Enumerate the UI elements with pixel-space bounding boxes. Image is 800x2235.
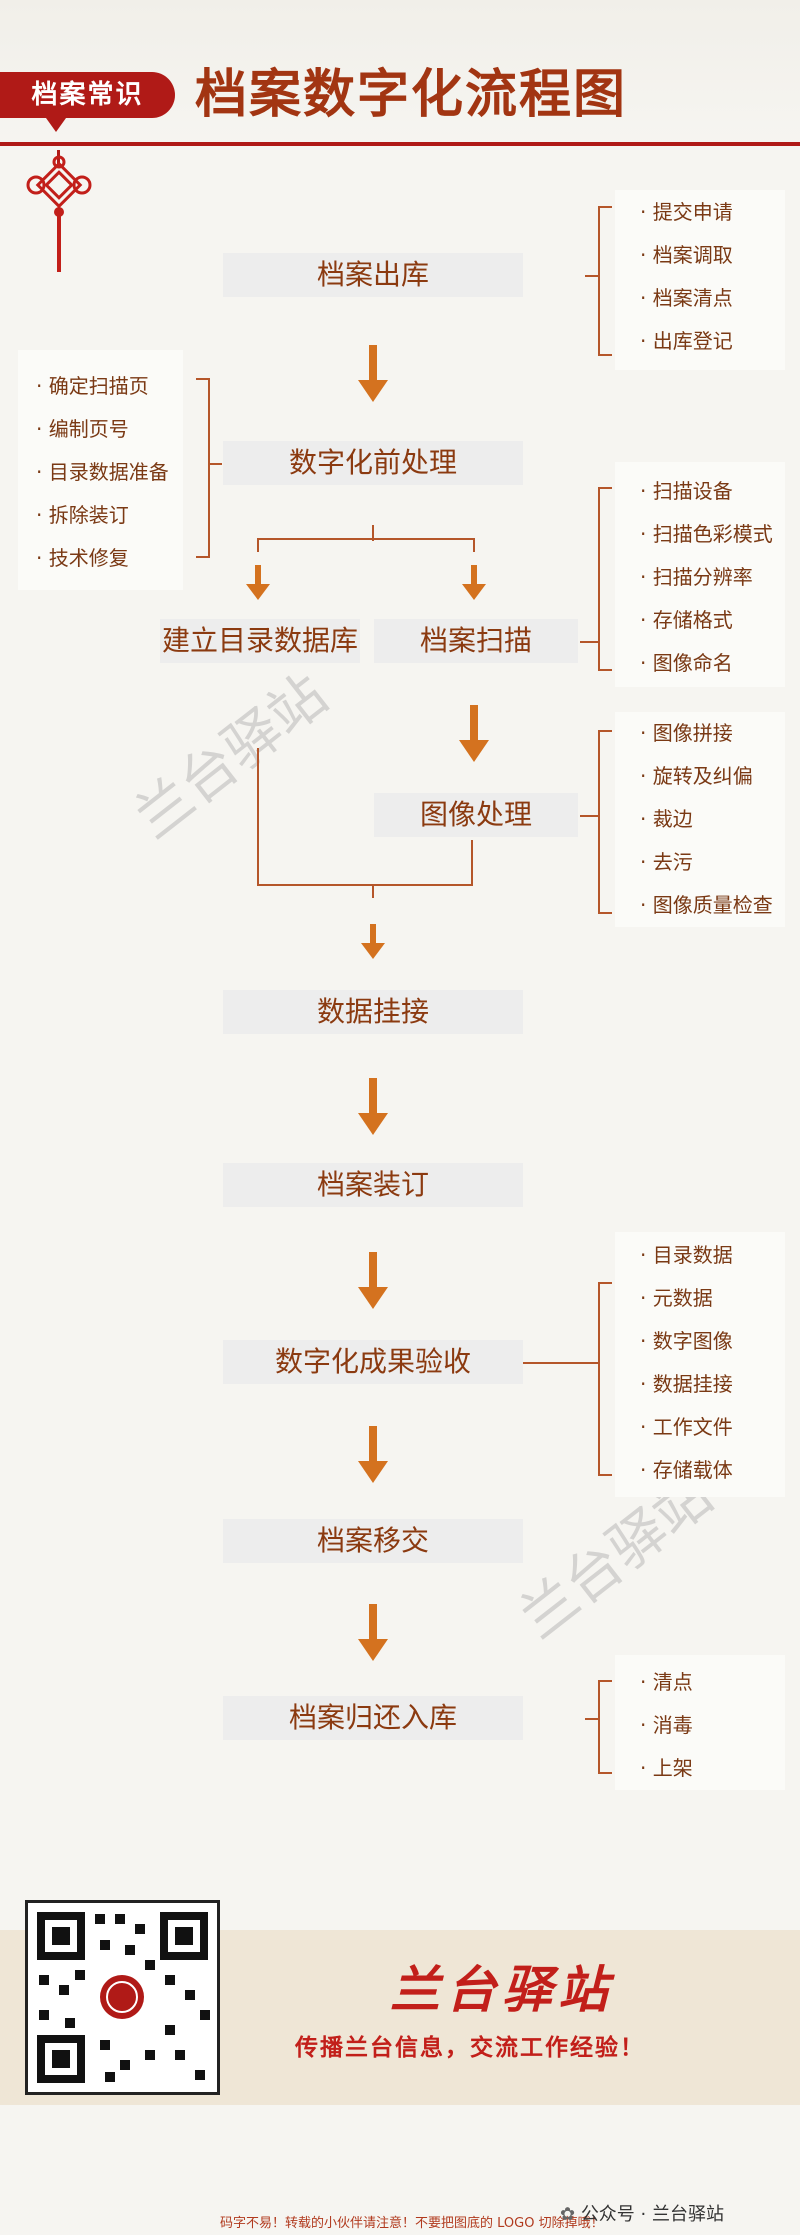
note-item: · 去污 [640, 850, 693, 874]
notes-panel-return [615, 1655, 785, 1790]
connector-merge-stem [372, 884, 374, 898]
connector-split-bar [257, 538, 473, 540]
note-item: · 确定扫描页 [36, 374, 149, 398]
step-archive-scan: 档案扫描 [374, 619, 578, 663]
note-item: · 图像质量检查 [640, 893, 773, 917]
bracket-tick [585, 275, 599, 277]
note-item: · 工作文件 [640, 1415, 733, 1439]
qr-code-icon [25, 1900, 220, 2095]
connector-merge-bar [257, 884, 473, 886]
note-item: · 存储载体 [640, 1458, 733, 1482]
connector-split-left [257, 538, 259, 552]
step-archive-return: 档案归还入库 [223, 1696, 523, 1740]
step-archive-outbound: 档案出库 [223, 253, 523, 297]
note-item: · 扫描分辨率 [640, 565, 753, 589]
note-item: · 目录数据 [640, 1243, 733, 1267]
page-title: 档案数字化流程图 [195, 64, 628, 125]
bracket [598, 206, 612, 356]
note-item: · 存储格式 [640, 608, 733, 632]
bracket-tick [580, 815, 600, 817]
note-item: · 出库登记 [640, 329, 733, 353]
connector-split-stem [372, 525, 374, 541]
step-image-processing: 图像处理 [374, 793, 578, 837]
note-item: · 清点 [640, 1670, 693, 1694]
step-data-linking: 数据挂接 [223, 990, 523, 1034]
note-item: · 目录数据准备 [36, 460, 169, 484]
step-acceptance: 数字化成果验收 [223, 1340, 523, 1384]
bracket [598, 730, 612, 914]
wechat-icon: ✿ [560, 2204, 581, 2225]
connector-merge-left [257, 748, 259, 886]
note-item: · 技术修复 [36, 546, 129, 570]
notes-panel-scan [615, 462, 785, 687]
note-item: · 编制页号 [36, 417, 129, 441]
bracket-tick [523, 1362, 600, 1364]
header-rule [0, 142, 800, 146]
note-item: · 上架 [640, 1756, 693, 1780]
note-item: · 元数据 [640, 1286, 713, 1310]
note-item: · 旋转及纠偏 [640, 764, 753, 788]
note-item: · 图像拼接 [640, 721, 733, 745]
repost-notice: 码字不易！转载的小伙伴请注意！不要把图底的 LOGO 切除掉哦！ [220, 2216, 604, 2231]
bracket [598, 487, 612, 671]
note-item: · 扫描设备 [640, 479, 733, 503]
note-item: · 消毒 [640, 1713, 693, 1737]
notes-panel-acceptance [615, 1232, 785, 1497]
step-pre-digitization: 数字化前处理 [223, 441, 523, 485]
note-item: · 图像命名 [640, 651, 733, 675]
bracket-tick [585, 1718, 599, 1720]
bracket-tick [580, 641, 600, 643]
watermark: 兰台驿站 [123, 662, 340, 852]
brand-logo-text: 兰台驿站 [390, 1960, 614, 2019]
bracket [598, 1282, 612, 1476]
note-item: · 档案调取 [640, 243, 733, 267]
step-archive-transfer: 档案移交 [223, 1519, 523, 1563]
chinese-knot-icon [26, 150, 92, 272]
note-item: · 拆除装订 [36, 503, 129, 527]
connector-split-right [473, 538, 475, 552]
brand-slogan: 传播兰台信息，交流工作经验！ [295, 2034, 645, 2061]
step-archive-binding: 档案装订 [223, 1163, 523, 1207]
note-item: · 提交申请 [640, 200, 733, 224]
notes-panel-image [615, 712, 785, 927]
connector-merge-right [471, 840, 473, 886]
notes-panel-outbound [615, 190, 785, 370]
note-item: · 档案清点 [640, 286, 733, 310]
step-catalog-database: 建立目录数据库 [160, 619, 360, 663]
note-item: · 数字图像 [640, 1329, 733, 1353]
note-item: · 数据挂接 [640, 1372, 733, 1396]
bracket-tick [208, 463, 222, 465]
category-tag-pointer [46, 118, 66, 132]
category-tag: 档案常识 [0, 72, 175, 118]
note-item: · 扫描色彩模式 [640, 522, 773, 546]
account-label: ✿ 公众号 · 兰台驿站 [560, 2200, 724, 2226]
bracket [196, 378, 210, 558]
notes-panel-preprocess [18, 350, 183, 590]
bracket [598, 1680, 612, 1774]
note-item: · 裁边 [640, 807, 693, 831]
account-name: 公众号 · 兰台驿站 [580, 2204, 724, 2225]
